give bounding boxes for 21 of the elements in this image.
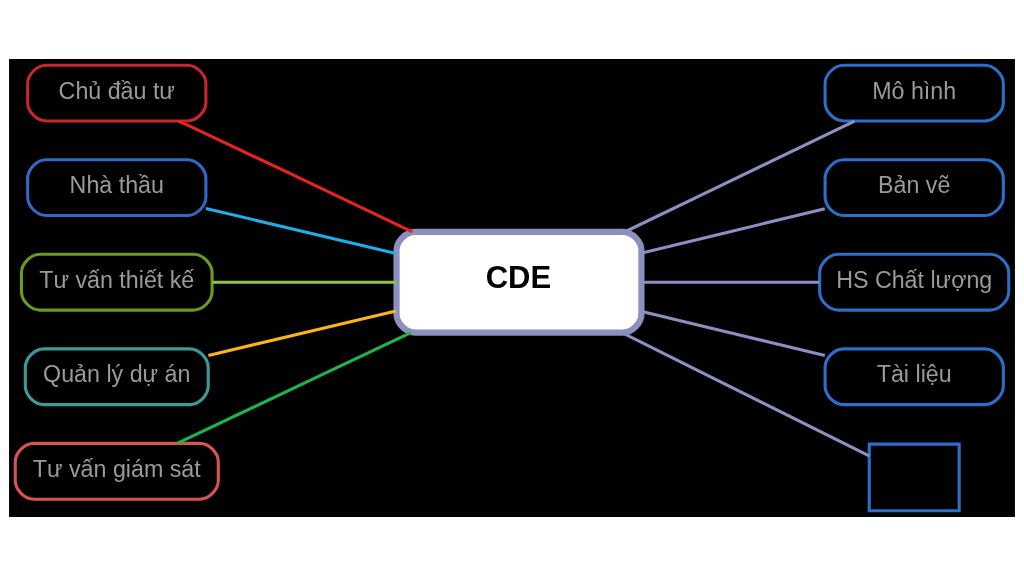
node-box: Bản vẽ: [823, 158, 1005, 218]
node-box: Tài liệu: [823, 347, 1005, 407]
node-box: Tư vấn giám sát: [13, 441, 220, 501]
connector: [176, 331, 412, 445]
connector: [177, 119, 413, 234]
connector: [212, 280, 396, 284]
node-box: Quản lý dự án: [23, 347, 210, 407]
node-box: CDE: [393, 228, 645, 336]
connector: [641, 280, 820, 284]
connector: [621, 331, 870, 458]
connector: [641, 207, 826, 255]
node-box: Mô hình: [823, 63, 1005, 123]
connector: [641, 309, 826, 358]
node-box: [867, 442, 961, 513]
connector: [205, 206, 397, 255]
connector: [208, 309, 397, 357]
node-box: Chủ đầu tư: [26, 63, 208, 123]
node-box: HS Chất lượng: [818, 252, 1011, 312]
connector: [624, 119, 856, 234]
node-box: Nhà thầu: [26, 158, 208, 218]
node-box: Tư vấn thiết kế: [19, 252, 214, 312]
